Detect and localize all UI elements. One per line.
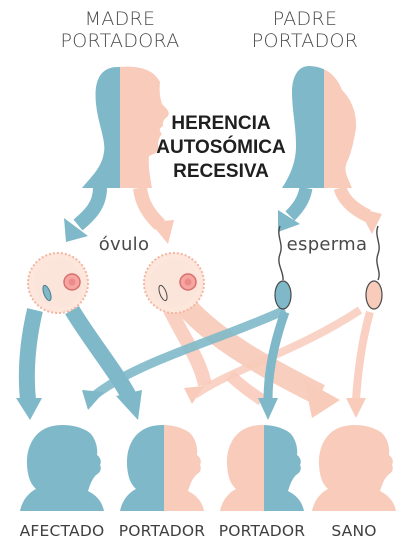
- child-carrier-1: [117, 423, 209, 515]
- egg-cell-pink: [144, 253, 204, 313]
- sperm-label: esperma: [282, 234, 372, 255]
- title-line3: RECESIVA: [150, 160, 292, 184]
- egg-label: óvulo: [88, 234, 160, 255]
- child-label-carrier-1: PORTADOR: [112, 522, 212, 540]
- mother-label-line1: MADRE: [30, 8, 210, 30]
- child-healthy: [312, 425, 396, 511]
- child-label-carrier-2: PORTADOR: [212, 522, 312, 540]
- father-label-line2: PORTADOR: [222, 30, 388, 52]
- egg-cell-blue: [28, 253, 88, 313]
- child-label-healthy: SANO: [314, 522, 394, 540]
- title-line1: HERENCIA: [150, 112, 292, 136]
- title-line2: AUTOSÓMICA: [150, 136, 292, 160]
- father-head: [280, 60, 364, 195]
- diagram-title: HERENCIA AUTOSÓMICA RECESIVA: [150, 112, 292, 184]
- inheritance-arrows: [16, 305, 370, 420]
- father-label-line1: PADRE: [222, 8, 388, 30]
- mother-label: MADRE PORTADORA: [30, 8, 210, 52]
- father-label: PADRE PORTADOR: [222, 8, 388, 52]
- child-carrier-2: [217, 423, 309, 515]
- mother-label-line2: PORTADORA: [30, 30, 210, 52]
- child-label-affected: AFECTADO: [12, 522, 112, 540]
- child-affected: [20, 425, 104, 511]
- father-to-sperm-arrows: [278, 188, 382, 234]
